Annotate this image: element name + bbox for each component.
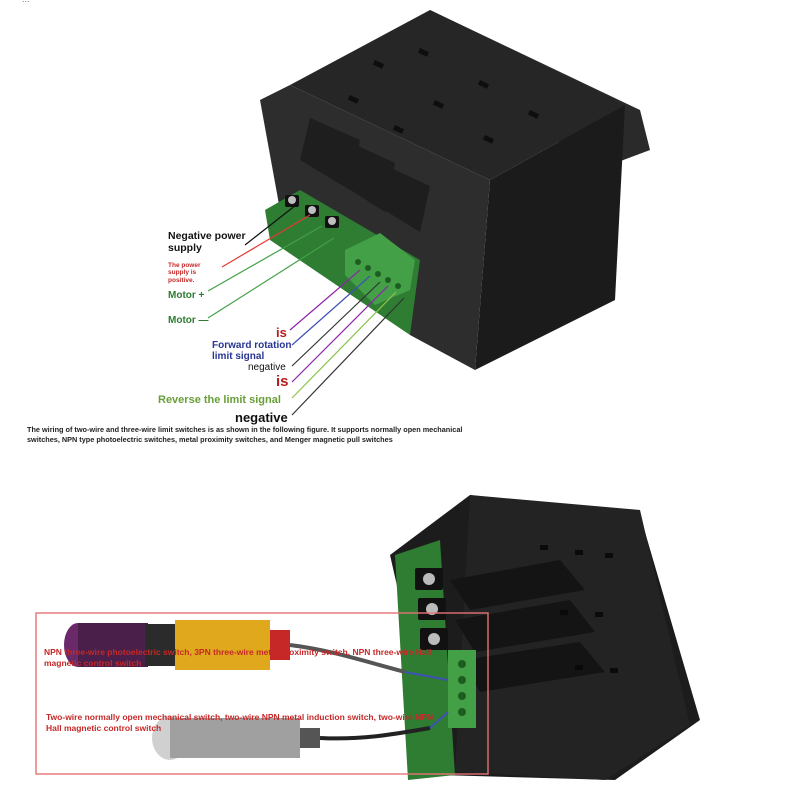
- motor-minus-label: Motor —: [168, 315, 209, 326]
- is-label-2: is: [276, 373, 289, 390]
- forward-rotation-limit-label: Forward rotation limit signal: [212, 340, 292, 362]
- callout-lines: [207, 204, 405, 416]
- reverse-limit-signal-label: Reverse the limit signal: [158, 394, 281, 406]
- proximity-sensor: [152, 716, 431, 760]
- negative-label-1: negative: [248, 362, 286, 373]
- highlight-box: [35, 612, 489, 775]
- motor-plus-label: Motor +: [168, 290, 205, 301]
- top-crop-text: ...: [22, 0, 30, 4]
- controller-box-top: [260, 10, 650, 370]
- wiring-description: The wiring of two-wire and three-wire li…: [27, 425, 463, 444]
- three-wire-switch-label: NPN three-wire photoelectric switch, 3PN…: [44, 647, 432, 668]
- controller-box-bottom: [390, 495, 700, 780]
- photoelectric-sensor: [64, 620, 406, 674]
- negative-label-2: negative: [235, 410, 288, 425]
- is-label-1: is: [276, 325, 287, 340]
- power-supply-positive-label: The power supply is positive.: [168, 262, 201, 284]
- negative-power-supply-label: Negative power supply: [168, 230, 246, 254]
- two-wire-switch-label: Two-wire normally open mechanical switch…: [46, 712, 434, 733]
